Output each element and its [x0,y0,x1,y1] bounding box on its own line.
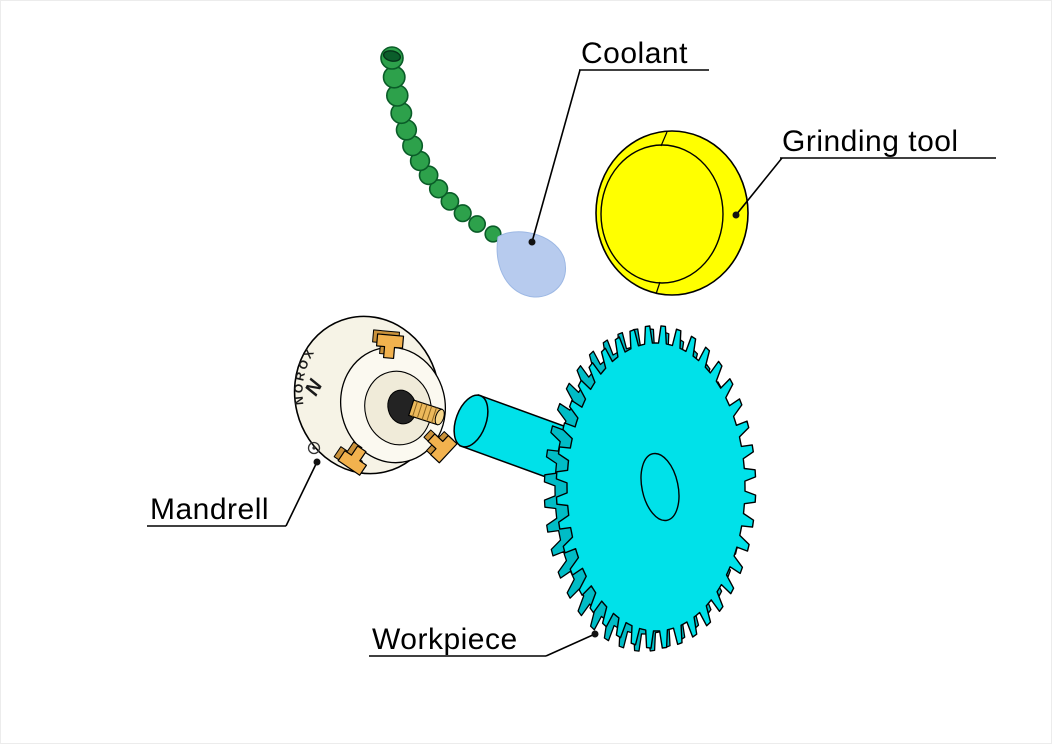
workpiece-gear [543,325,757,652]
shaft-end-cap [453,394,489,448]
grinding-tool-leader-dot [732,211,740,219]
grinding-tool-leader-line [735,157,783,216]
hose-segment [453,204,472,223]
chuck-jaw-bottom-left [333,441,368,476]
mandrel-label: Mandrell [150,493,269,526]
grinding-tool-label: Grinding tool [782,125,959,158]
hose-segment [428,179,449,199]
chuck-stamp-icon [307,441,321,455]
coolant-label: Coolant [581,37,688,70]
coolant-leader-dot [528,238,536,246]
callouts: Coolant Grinding tool Mandrell Workpiece [147,37,996,657]
coolant-hose [380,46,502,243]
hose-segment [440,191,460,211]
hose-segment [484,225,502,243]
chuck-jaw-right [423,429,458,464]
mandrel-leader-dot [313,458,321,466]
wheel-seam-bottom [655,281,661,295]
chuck-jaw-top [372,329,405,360]
workpiece-label: Workpiece [372,623,518,656]
coolant-leader-line [531,69,581,243]
mandrel-chuck: NOROX N [291,315,458,476]
hose-segment [468,215,487,233]
workpiece-leader-line [545,633,596,657]
chuck-screw [407,399,445,426]
hose-segments [380,46,502,243]
gear-center-hole [640,452,680,522]
coolant-stream [496,231,566,298]
callout-workpiece: Workpiece [369,623,599,657]
mandrel-leader-line [285,461,318,527]
hose-segment [382,65,406,89]
wheel-seam-top [660,131,668,147]
grinding-wheel [595,130,749,296]
callout-mandrel: Mandrell [147,458,321,527]
callout-coolant: Coolant [528,37,709,246]
grinding-wheel-face [600,144,724,284]
hose-nozzle-opening [382,50,402,62]
callout-grinding-tool: Grinding tool [732,125,996,219]
workpiece-leader-dot [591,630,599,638]
